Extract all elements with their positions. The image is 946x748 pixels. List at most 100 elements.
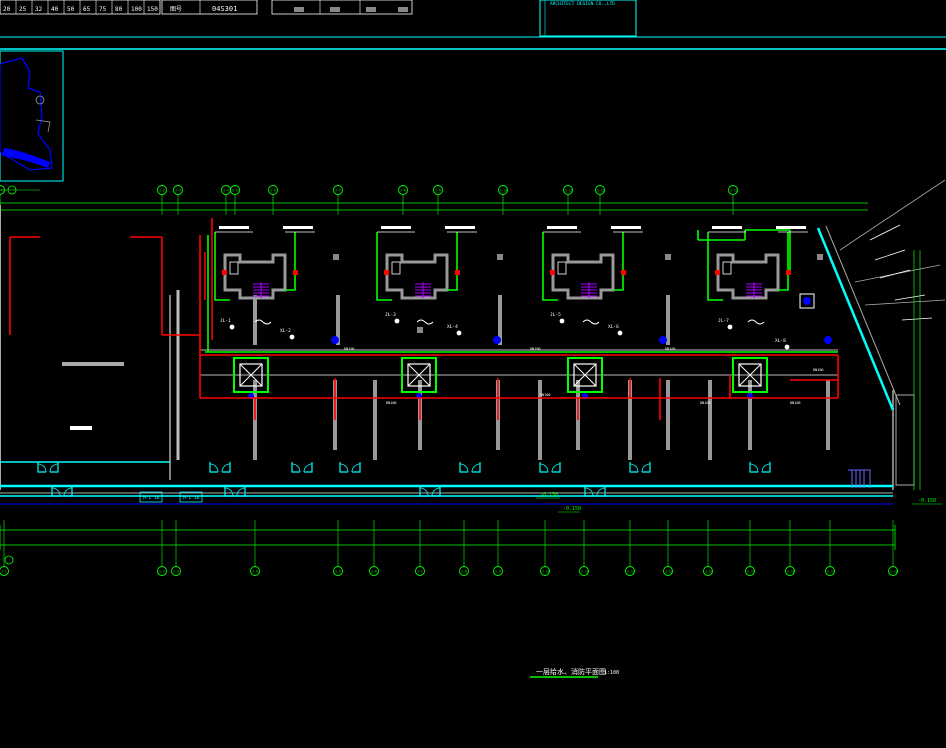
storefront-door [291, 462, 313, 473]
axis-bubble [0, 566, 9, 576]
room-label-bar [70, 426, 92, 430]
stair [415, 282, 431, 298]
riser-label: XL-8 [775, 338, 786, 344]
axis-bubble [745, 566, 755, 576]
bottom-dimension-lines [0, 525, 896, 550]
door-tag-2: M-1 10 [183, 495, 200, 501]
axis-label: 1-15 [747, 570, 755, 574]
pipe-size-cell: 20 [3, 6, 11, 13]
pipe-size-label: DN100 [530, 347, 541, 351]
pipe-size-label: DN100 [540, 393, 551, 397]
axis-bubble [728, 185, 738, 195]
pipe-size-cell: 100 [131, 6, 142, 13]
riser-labels: JL-1XL-2JL-3XL-4JL-5XL-6JL-7XL-8 [220, 312, 790, 350]
axis-bubble [268, 185, 278, 195]
axis-bubble [0, 185, 5, 195]
unit-water-branches [214, 226, 808, 301]
axis-label: 1-5 [335, 570, 341, 574]
axis-bubble [173, 185, 183, 195]
unit-modules [223, 253, 832, 344]
axis-label: 1-10 [542, 570, 550, 574]
axis-label: 1-10 [500, 189, 508, 193]
riser-label: XL-2 [280, 328, 291, 334]
axis-label: 1-3 [175, 189, 181, 193]
axis-label: 1-3 [173, 570, 179, 574]
key-plan [0, 50, 64, 195]
drawing-no-label: 图号 [170, 6, 182, 13]
unit-core [223, 253, 287, 300]
stair [746, 282, 762, 298]
axis-label: 1-8 [400, 189, 406, 193]
pipe-size-cell: 50 [67, 6, 75, 13]
pipe-size-label: DN100 [344, 347, 355, 351]
axis-label: 1-13 [665, 570, 673, 574]
axis-label: 1-9 [495, 570, 501, 574]
pipe-size-cell: 80 [115, 6, 123, 13]
storefront-door [584, 486, 606, 497]
storefront-door [749, 462, 771, 473]
drawing-no: 04S301 [212, 5, 237, 13]
axis-bubble [250, 566, 260, 576]
fire-hydrant [659, 336, 667, 344]
axis-label: 1-1 [0, 189, 3, 193]
axis-label: 1-12 [597, 189, 605, 193]
axis-bubble [540, 566, 550, 576]
axis-bubble [498, 185, 508, 195]
storefront-door [539, 462, 561, 473]
elevator-shafts [233, 357, 768, 399]
axis-label: 1-2 [159, 570, 165, 574]
storefront-door [339, 462, 361, 473]
axis-label: 1-6 [371, 570, 377, 574]
riser-label: JL-5 [550, 312, 561, 318]
level-mark-1: -0.150 [540, 492, 558, 498]
water-pipes-green [205, 229, 838, 353]
axis-bubble [333, 566, 343, 576]
level-mark-2: -0.150 [563, 506, 581, 512]
pipe-size-cell: 150 [147, 6, 158, 13]
pipe-size-label: DN100 [665, 347, 676, 351]
axis-label: 1-14 [705, 570, 713, 574]
riser-label: XL-6 [608, 324, 619, 330]
stair [581, 282, 597, 298]
axis-label: 1-11 [581, 570, 589, 574]
storefront-door [209, 462, 231, 473]
axis-label: 1-6 [270, 189, 276, 193]
storefront-door [419, 486, 441, 497]
storefront-door [629, 462, 651, 473]
axis-label: 1-5 [232, 189, 238, 193]
pipe-size-cell: 40 [51, 6, 59, 13]
elevator-shaft [732, 357, 768, 393]
axis-bubble [563, 185, 573, 195]
axis-label: 1-4 [223, 189, 229, 193]
pipe-size-label: DN100 [386, 401, 397, 405]
fire-hydrant [331, 336, 339, 344]
stair [253, 282, 269, 298]
axis-label: 1-11 [565, 189, 573, 193]
level-mark-3: -0.150 [918, 498, 936, 504]
axis-bubble [579, 566, 589, 576]
door-tag-1: M-1 10 [143, 495, 160, 501]
axis-bubble [415, 566, 425, 576]
firm-name: ARCHITECT DESIGN CO.,LTD [550, 1, 615, 7]
unit-core [385, 253, 449, 300]
axis-label: 1-7 [417, 570, 423, 574]
axis-bubble [625, 566, 635, 576]
axis-bubble [230, 185, 240, 195]
axis-bubble [433, 185, 443, 195]
storefront-door [459, 462, 481, 473]
axis-label: 1-17 [827, 570, 835, 574]
axis-label: 1-18 [890, 570, 898, 574]
door-tags: M-1 10 M-1 10 [139, 491, 203, 503]
axis-label: 1-12 [627, 570, 635, 574]
axis-bubble [703, 566, 713, 576]
axis-label: 1-7 [335, 189, 341, 193]
level-marks: -0.150 -0.150 -0.150 [536, 492, 942, 513]
axis-bubble [595, 185, 605, 195]
storefront-door [51, 486, 73, 497]
unit-core [716, 253, 780, 300]
